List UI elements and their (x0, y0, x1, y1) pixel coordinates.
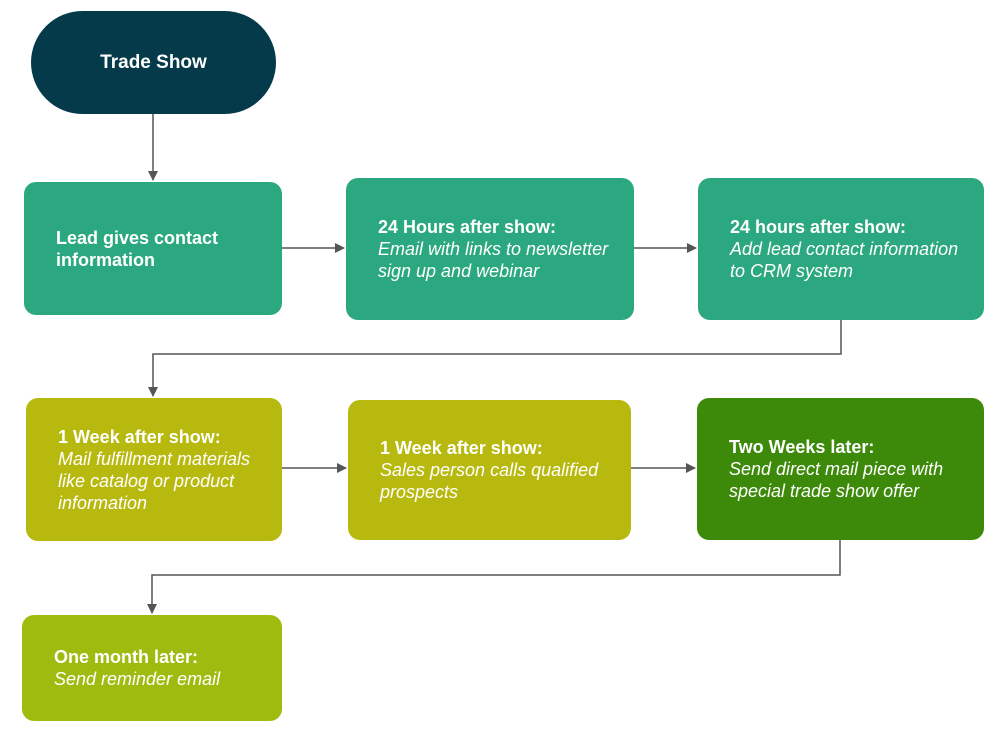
step-body: Email with links to newsletter sign up a… (378, 239, 609, 281)
connector-n3-to-n4 (148, 320, 842, 397)
step-title: 1 Week after show: (380, 438, 543, 458)
step-1month-reminder: One month later: Send reminder email (22, 615, 282, 721)
step-24h-email: 24 Hours after show: Email with links to… (346, 178, 634, 320)
step-title: Lead gives contact information (56, 227, 219, 270)
step-body: Sales person calls qualified prospects (380, 460, 599, 502)
step-body: Send reminder email (54, 669, 221, 689)
step-title: 24 Hours after show: (378, 217, 557, 237)
start-label: Trade Show (100, 51, 207, 73)
step-1week-mail: 1 Week after show: Mail fulfillment mate… (26, 398, 282, 541)
step-title: 1 Week after show: (58, 426, 221, 447)
step-1week-call: 1 Week after show: Sales person calls qu… (348, 400, 631, 540)
step-24h-crm: 24 hours after show: Add lead contact in… (698, 178, 984, 320)
step-body: Add lead contact information to CRM syst… (730, 239, 959, 281)
step-body: Send direct mail piece with special trad… (729, 459, 944, 501)
step-body: Mail fulfillment materials like catalog … (58, 448, 251, 513)
start-terminal-trade-show: Trade Show (31, 11, 276, 114)
step-title: One month later: (54, 647, 199, 667)
step-title: Two Weeks later: (729, 437, 875, 457)
step-title: 24 hours after show: (730, 217, 907, 237)
connector-n6-to-n7 (147, 540, 841, 614)
step-2weeks-direct-mail: Two Weeks later: Send direct mail piece … (697, 398, 984, 540)
step-lead-contact: Lead gives contact information (24, 182, 282, 315)
